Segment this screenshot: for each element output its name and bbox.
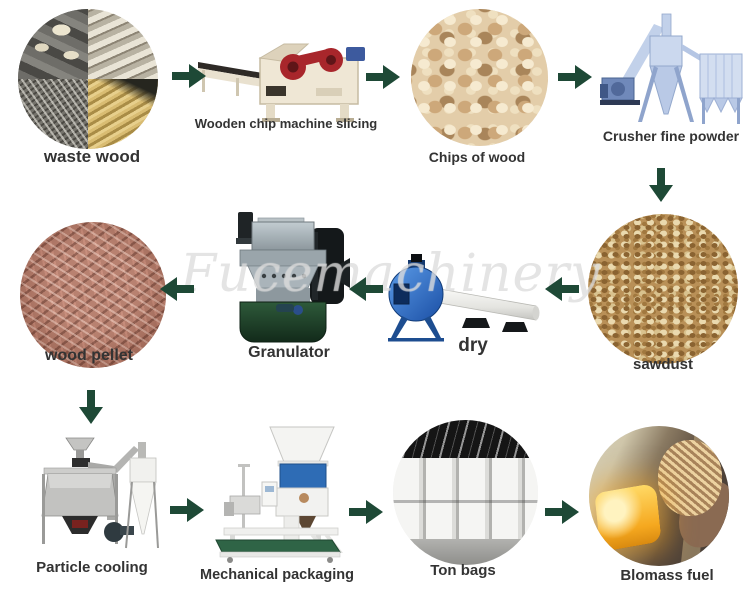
biomass-fuel-photo [589, 426, 729, 566]
sawdust-texture [588, 214, 738, 364]
arrow-right-icon [366, 64, 400, 90]
ton-bags-label: Ton bags [430, 562, 496, 579]
dryer-illustration [378, 246, 542, 346]
arrow-left-icon [160, 276, 194, 302]
sawdust-label: sawdust [632, 356, 694, 373]
waste-wood-planks-quadrant [88, 9, 158, 79]
biomass-stove-glow [594, 482, 662, 552]
waste-wood-photo [18, 9, 158, 149]
wood-pellet-photo [20, 222, 166, 368]
wood-chipper-illustration [196, 34, 372, 124]
wood-chips-photo [411, 9, 548, 146]
wood-pellet-label: wood pellet [45, 347, 133, 364]
sawdust-photo [588, 214, 738, 364]
waste-wood-logs-quadrant [18, 9, 88, 79]
arrow-left-icon [545, 276, 579, 302]
granulator-illustration [212, 208, 350, 348]
arrow-right-icon [349, 499, 383, 525]
waste-wood-straw-quadrant [88, 79, 158, 149]
particle-cooler-illustration [30, 436, 162, 560]
packaging-machine-label: Mechanical packaging [200, 567, 354, 583]
arrow-right-icon [558, 64, 592, 90]
crusher-illustration [600, 12, 748, 130]
packaging-machine-illustration [214, 424, 347, 568]
wood-pellet-texture [20, 222, 166, 368]
ton-bags-stack [393, 457, 538, 539]
biomass-pellets [657, 440, 722, 516]
wood-chips-label: Chips of wood [428, 149, 526, 165]
crusher-label: Crusher fine powder [602, 128, 740, 144]
arrow-right-icon [545, 499, 579, 525]
dryer-label: dry [458, 335, 488, 356]
ton-bags-photo [393, 420, 538, 565]
arrow-right-icon [172, 63, 206, 89]
granulator-label: Granulator [248, 344, 330, 361]
arrow-down-icon [648, 168, 674, 202]
ton-bags-seam [393, 499, 538, 503]
particle-cooler-label: Particle cooling [36, 559, 148, 576]
waste-wood-branches-quadrant [18, 79, 88, 149]
wood-chips-texture [411, 9, 548, 146]
wood-chipper-label: Wooden chip machine slicing [194, 116, 378, 131]
arrow-down-icon [78, 390, 104, 424]
waste-wood-label: waste wood [43, 147, 141, 166]
biomass-fuel-label: Blomass fuel [620, 567, 714, 584]
ton-bags-dark-top [393, 420, 538, 458]
ton-bags-floor [393, 538, 538, 565]
arrow-left-icon [349, 276, 383, 302]
arrow-right-icon [170, 497, 204, 523]
